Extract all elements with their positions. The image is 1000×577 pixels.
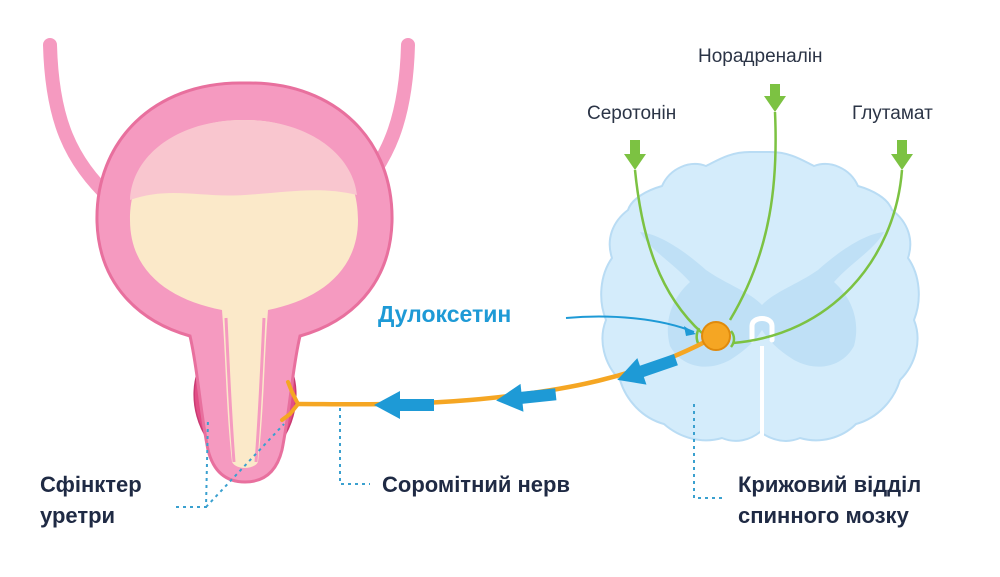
- leader-lines: [176, 404, 724, 508]
- bladder: [43, 38, 415, 484]
- synapse-cap-right: [729, 330, 736, 348]
- neurotransmitter-pathways: [624, 84, 913, 348]
- noradrenaline-arrow-shaft: [770, 84, 780, 98]
- signal-arrow-3: [374, 391, 434, 419]
- glutamate-fiber: [732, 169, 904, 345]
- nerve-terminal-down: [280, 402, 300, 422]
- bladder-lumen: [130, 120, 358, 468]
- motor-neuron: [701, 321, 731, 351]
- nerve-leader: [339, 408, 370, 485]
- serotonin-arrow-head: [624, 154, 646, 170]
- label-sphincter-line2: уретри: [40, 503, 116, 528]
- signal-arrows: [374, 353, 678, 419]
- drug-pointer-head: [684, 326, 696, 336]
- label-nerve: Соромітний нерв: [382, 472, 571, 497]
- bladder-empty-space: [130, 120, 357, 200]
- label-spinal-line1: Крижовий відділ: [738, 472, 922, 497]
- sphincter-leader-2: [205, 423, 285, 508]
- urethra-left: [224, 317, 236, 463]
- label-drug: Дулоксетин: [378, 301, 512, 327]
- label-serotonin: Серотонін: [587, 103, 677, 124]
- noradrenaline-arrow-head: [764, 96, 786, 112]
- nerve-terminal-up: [286, 380, 300, 406]
- spinal-leader: [693, 404, 724, 499]
- label-spinal-cord: Крижовий відділ спинного мозку: [738, 469, 921, 531]
- central-fissure: [749, 316, 775, 343]
- label-sphincter: Сфінктер уретри: [40, 469, 142, 531]
- label-spinal-line2: спинного мозку: [738, 503, 909, 528]
- glutamate-arrow-head: [891, 154, 913, 170]
- drug-pointer-line: [565, 315, 695, 333]
- label-glutamate: Глутамат: [852, 103, 933, 124]
- label-noradrenaline: Норадреналін: [698, 46, 823, 67]
- serotonin-arrow-shaft: [630, 140, 640, 156]
- noradrenaline-fiber: [728, 111, 777, 321]
- left-ureter: [43, 38, 119, 207]
- serotonin-fiber: [633, 169, 703, 334]
- spinal-cord: [600, 151, 920, 442]
- signal-arrow-2: [496, 383, 557, 412]
- glutamate-arrow-shaft: [897, 140, 907, 156]
- label-sphincter-line1: Сфінктер: [40, 472, 142, 497]
- signal-arrow-1: [617, 353, 678, 385]
- urethra-right: [254, 317, 266, 463]
